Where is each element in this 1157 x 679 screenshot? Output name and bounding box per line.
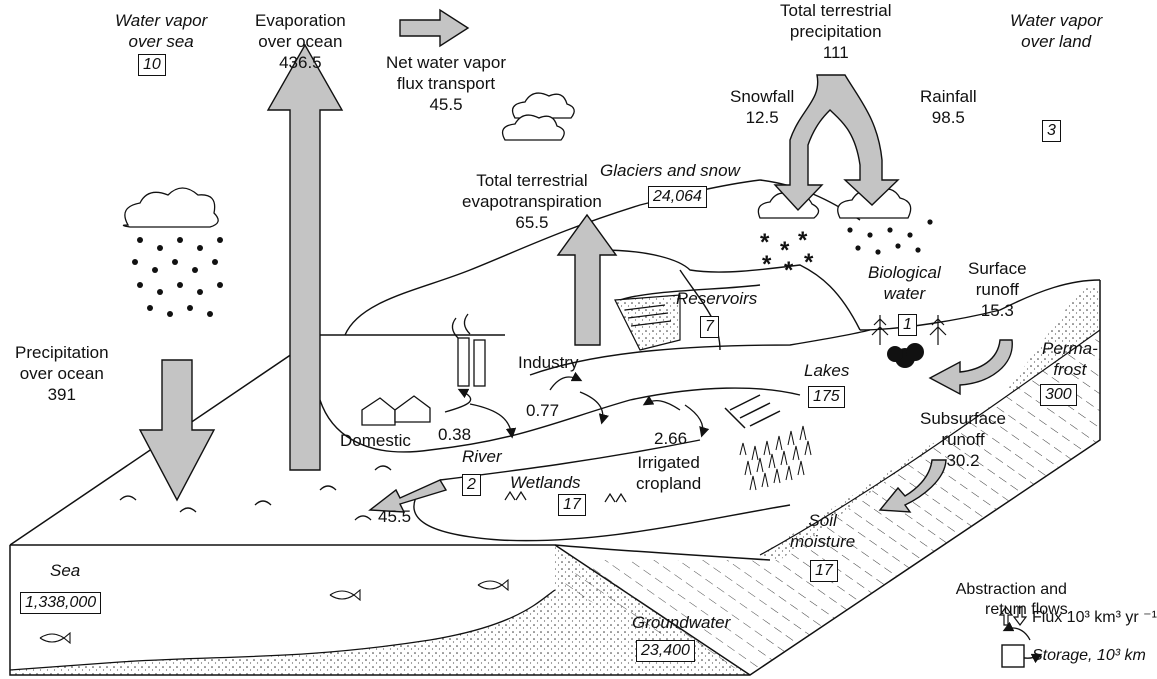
- soil-moisture-storage: 17: [810, 560, 838, 582]
- svg-text:*: *: [780, 237, 790, 264]
- glaciers-storage: 24,064: [648, 186, 707, 208]
- domestic-label: Domestic: [340, 431, 411, 450]
- groundwater-label: Groundwater: [632, 613, 731, 632]
- svg-text:*: *: [762, 251, 772, 278]
- groundwater-section: [9, 285, 1101, 675]
- legend-flux-label: Flux 10³ km³ yr ⁻¹: [1032, 609, 1157, 626]
- industry-label: Industry: [518, 353, 579, 372]
- river-label: River: [462, 447, 502, 466]
- svg-text:*: *: [784, 257, 794, 284]
- wetlands-storage: 17: [558, 494, 586, 516]
- houses: [361, 395, 431, 426]
- svg-text:*: *: [760, 229, 770, 256]
- trees: [871, 315, 947, 345]
- water-vapor-sea-storage: 10: [138, 54, 166, 76]
- abstraction-arrows: [444, 371, 1043, 664]
- lakes-storage: 175: [808, 386, 845, 408]
- svg-text:*: *: [804, 249, 814, 276]
- groundwater-storage: 23,400: [636, 640, 695, 662]
- legend-storage-box: [1001, 644, 1025, 668]
- legend-flux-symbol: [998, 606, 1028, 626]
- snowflakes: *** ***: [760, 227, 814, 284]
- lakes-label: Lakes: [804, 361, 850, 380]
- river-storage: 2: [462, 474, 481, 496]
- wetland-reeds: [504, 490, 627, 503]
- biological-storage: 1: [898, 314, 917, 336]
- diagram-artwork: *** ***: [9, 8, 1101, 676]
- flux-arrows: [138, 8, 1013, 513]
- permafrost-label: Perma-frost: [1042, 339, 1098, 379]
- reservoirs-storage: 7: [700, 316, 719, 338]
- reservoirs-label: Reservoirs: [676, 289, 758, 308]
- glaciers-label: Glaciers and snow: [600, 161, 740, 180]
- permafrost-storage: 300: [1040, 384, 1077, 406]
- sea-waves: [119, 465, 392, 521]
- wetlands-label: Wetlands: [510, 473, 581, 492]
- water-vapor-land-storage: 3: [1042, 120, 1061, 142]
- crop-trees: [739, 425, 812, 491]
- sea-label: Sea: [50, 561, 81, 580]
- sea-rain: [132, 237, 223, 317]
- reservoir-dam: [614, 294, 681, 351]
- river-flux-label: 45.5: [378, 507, 412, 526]
- svg-text:*: *: [798, 227, 808, 254]
- land-rain: [847, 219, 933, 255]
- sea-storage: 1,338,000: [20, 592, 102, 614]
- bush: [887, 343, 924, 368]
- flux-077-label: 0.77: [526, 401, 560, 420]
- legend-storage-label: Storage, 10³ km: [1032, 647, 1146, 664]
- flux-038-label: 0.38: [438, 425, 472, 444]
- cropland: [724, 394, 781, 429]
- fish: [39, 578, 509, 645]
- flux-266-label: 2.66: [654, 429, 688, 448]
- industry-chimneys: [451, 313, 486, 387]
